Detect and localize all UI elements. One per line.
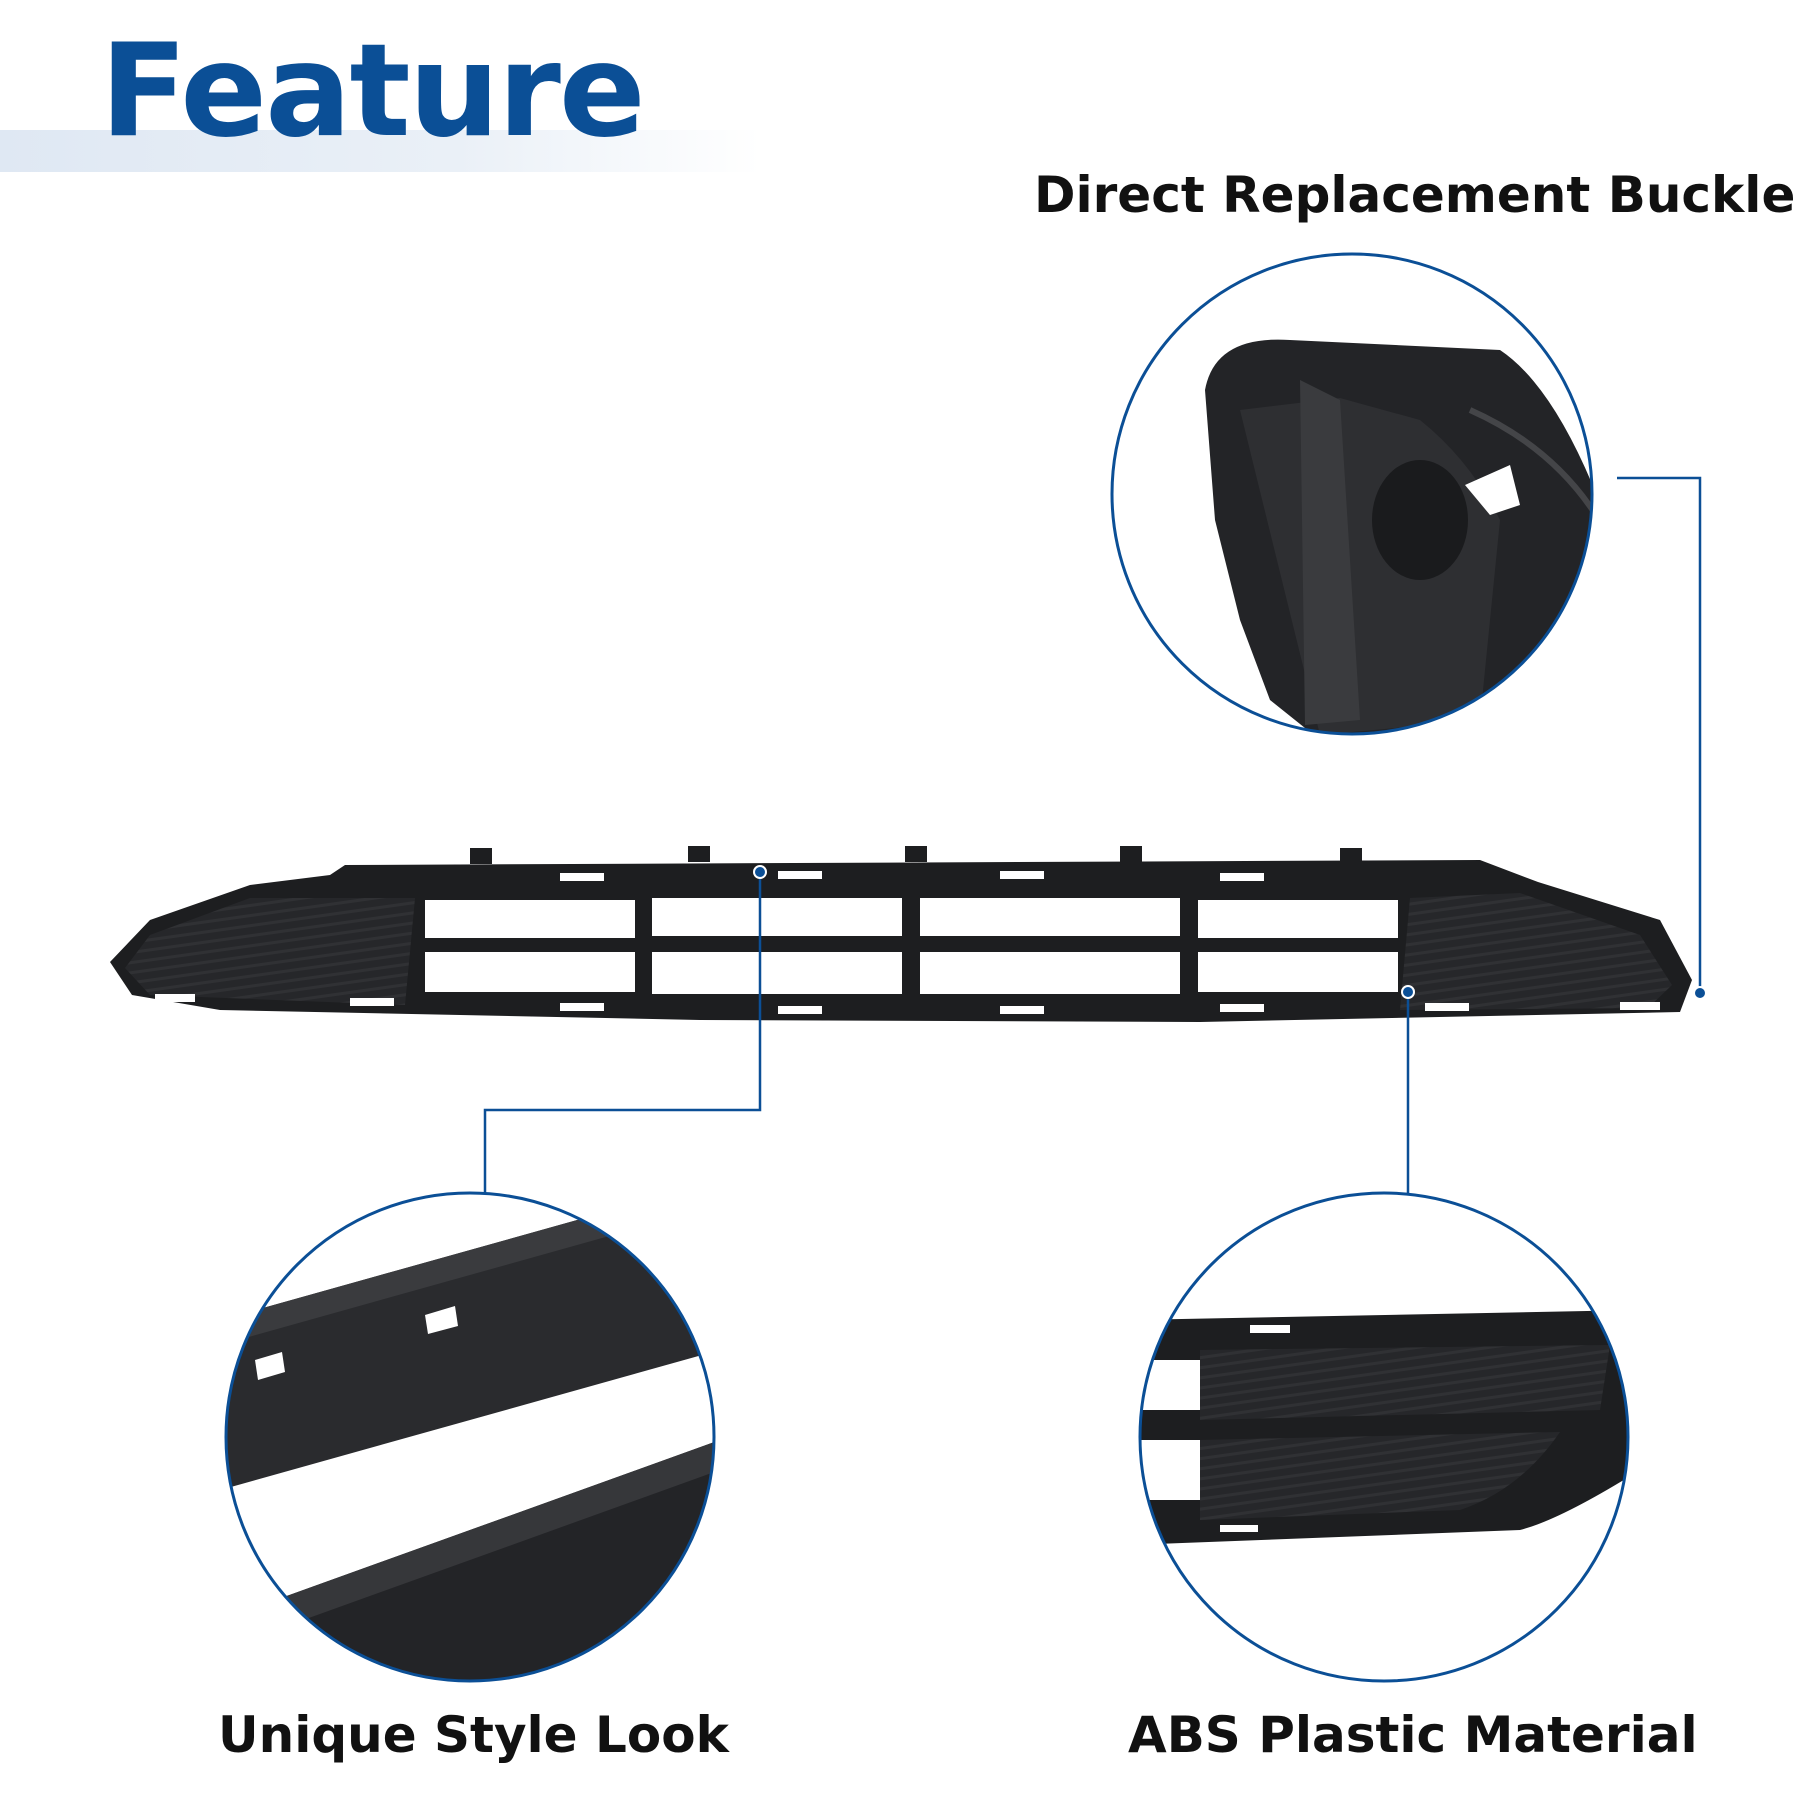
feature-label-style: Unique Style Look [218,1706,729,1764]
grille-end-right [1400,893,1672,1010]
feature-label-material: ABS Plastic Material [1128,1706,1698,1764]
grille-end-left [125,898,415,1005]
title-band [0,130,760,172]
detail-circle-style [224,1191,716,1683]
callout-lines [483,476,1702,1193]
bumper-grille [110,846,1692,1022]
detail-circle-material [1138,1191,1630,1683]
detail-circle-buckle [1110,252,1594,736]
page-title: Feature [100,17,646,166]
feature-label-buckle: Direct Replacement Buckle [1034,166,1796,224]
callout-dots [753,865,1707,1000]
